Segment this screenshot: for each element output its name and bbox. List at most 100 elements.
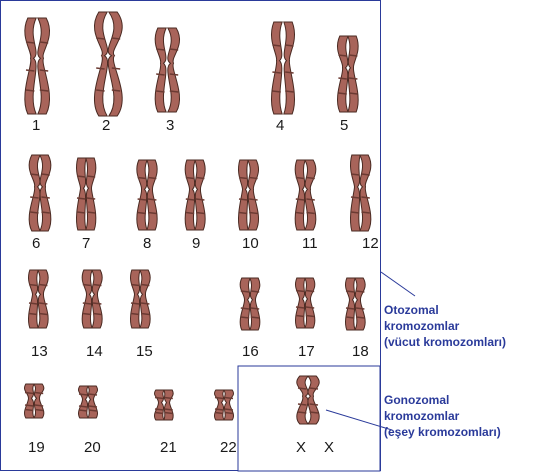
chromosome-20-b-band-1 bbox=[89, 394, 97, 395]
chromosome-10-a bbox=[238, 160, 248, 230]
chromosome-14-a-band-1 bbox=[83, 285, 91, 286]
chromosome-7-b-band-1 bbox=[87, 176, 95, 177]
chromosome-17-a-band-3 bbox=[296, 316, 304, 317]
chromosome-19-a bbox=[24, 384, 34, 418]
chromosome-14-a-band-3 bbox=[83, 314, 91, 315]
pair-label-6: 6 bbox=[32, 236, 40, 251]
chromosome-18-b-band-2 bbox=[356, 308, 364, 309]
chromosome-7-a bbox=[76, 158, 86, 230]
chromosome-2-a-band-3 bbox=[96, 90, 104, 91]
chromosome-17-a bbox=[295, 278, 305, 328]
chromosome-12-b-band-3 bbox=[361, 212, 369, 213]
chromosome-11-b-band-1 bbox=[306, 178, 314, 179]
chromosome-4-b bbox=[284, 22, 295, 114]
chromosome-1-b bbox=[38, 18, 50, 114]
chromosome-2-a-band-2 bbox=[96, 68, 104, 69]
chromosome-12-a-band-2 bbox=[351, 197, 359, 198]
chromosome-6-b-band-1 bbox=[41, 174, 49, 175]
chromosome-16-a-band-2 bbox=[241, 308, 249, 309]
chromosome-22-a-band-1 bbox=[215, 398, 223, 399]
autosomal-pointer-line bbox=[381, 272, 415, 296]
chromosome-9-a-band-3 bbox=[186, 213, 194, 214]
chromosome-6-b-band-2 bbox=[41, 197, 49, 198]
chromosome-21-b-band-2 bbox=[164, 409, 172, 410]
pair-label-9: 9 bbox=[192, 236, 200, 251]
chromosome-21-a-band-2 bbox=[155, 409, 163, 410]
chromosome-2-b-band-2 bbox=[112, 68, 120, 69]
chromosome-16-a bbox=[240, 278, 250, 330]
chromosome-19-b-band-1 bbox=[35, 393, 43, 394]
chromosome-1-b-band-1 bbox=[40, 42, 48, 43]
chromosome-20-b bbox=[88, 386, 98, 418]
chromosome-x-b-band-1 bbox=[310, 388, 318, 389]
chromosome-14-b-band-3 bbox=[93, 314, 101, 315]
chromosome-4-a-band-1 bbox=[272, 45, 280, 46]
pair-label-19: 19 bbox=[28, 440, 45, 455]
chromosome-9-b bbox=[195, 160, 205, 230]
pair-label-2: 2 bbox=[102, 118, 110, 133]
chromosome-1-a-band-1 bbox=[26, 42, 34, 43]
chromosome-11-b-band-3 bbox=[306, 213, 314, 214]
chromosome-21-b-band-1 bbox=[164, 398, 172, 399]
chromosome-19-b-band-2 bbox=[35, 405, 43, 406]
chromosome-12-a-band-3 bbox=[351, 212, 359, 213]
chromosome-4-b-band-3 bbox=[285, 91, 293, 92]
chromosome-8-b-band-1 bbox=[148, 178, 156, 179]
chromosome-20-a-band-1 bbox=[79, 394, 87, 395]
chromosome-1-a-band-3 bbox=[26, 90, 34, 91]
chromosome-8-a bbox=[137, 160, 147, 230]
chromosome-16-b-band-1 bbox=[251, 291, 259, 292]
pair-label-13: 13 bbox=[31, 344, 48, 359]
chromosome-21-b-band-3 bbox=[164, 413, 172, 414]
chromosome-11-a-band-3 bbox=[296, 213, 304, 214]
chromosome-6-a bbox=[29, 155, 40, 231]
chromosome-x-a-band-2 bbox=[298, 404, 306, 405]
pair-label-20: 20 bbox=[84, 440, 101, 455]
gonosomal-annotation-line3: (eşey kromozomları) bbox=[384, 424, 501, 440]
chromosome-21-b bbox=[164, 390, 173, 420]
gonosomal-annotation-line2: kromozomlar bbox=[384, 408, 501, 424]
chromosome-21-a-band-1 bbox=[155, 398, 163, 399]
chromosome-5-b-band-1 bbox=[349, 55, 357, 56]
chromosome-8-b-band-3 bbox=[148, 213, 156, 214]
chromosome-8-b bbox=[147, 160, 157, 230]
pair-label-12: 12 bbox=[362, 236, 379, 251]
chromosome-20-a bbox=[78, 386, 88, 418]
pair-label-14: 14 bbox=[86, 344, 103, 359]
chromosome-18-b-band-3 bbox=[356, 317, 364, 318]
chromosome-17-a-band-1 bbox=[296, 291, 304, 292]
pair-label-8: 8 bbox=[143, 236, 151, 251]
chromosome-6-b bbox=[40, 155, 51, 231]
chromosome-9-a-band-2 bbox=[186, 199, 194, 200]
chromosome-15-a-band-1 bbox=[131, 285, 139, 286]
chromosome-13-a bbox=[28, 270, 38, 328]
chromosome-16-b-band-2 bbox=[251, 308, 259, 309]
pair-label-16: 16 bbox=[242, 344, 259, 359]
chromosome-17-a-band-2 bbox=[296, 307, 304, 308]
chromosome-4-b-band-2 bbox=[285, 72, 293, 73]
chromosome-7-a-band-3 bbox=[77, 212, 85, 213]
chromosome-17-b-band-1 bbox=[306, 291, 314, 292]
chromosome-17-b bbox=[305, 278, 315, 328]
chromosome-18-b bbox=[355, 278, 365, 330]
chromosome-12-b-band-2 bbox=[361, 197, 369, 198]
chromosome-21-a bbox=[154, 390, 164, 420]
chromosome-1-b-band-2 bbox=[40, 70, 48, 71]
chromosome-22-a bbox=[214, 390, 224, 420]
chromosome-14-a-band-2 bbox=[83, 303, 91, 304]
chromosome-3-a-band-2 bbox=[156, 74, 164, 75]
pair-label-4: 4 bbox=[276, 118, 284, 133]
chromosome-19-a-band-1 bbox=[25, 393, 33, 394]
chromosome-13-b-band-2 bbox=[39, 303, 47, 304]
chromosome-20-a-band-3 bbox=[79, 410, 87, 411]
pair-label-18: 18 bbox=[352, 344, 369, 359]
chromosome-9-b-band-3 bbox=[196, 213, 204, 214]
chromosome-3-b-band-2 bbox=[170, 74, 178, 75]
chromosome-14-b-band-2 bbox=[93, 303, 101, 304]
gonosomal-annotation-line1: Gonozomal bbox=[384, 392, 501, 408]
pair-label-1: 1 bbox=[32, 118, 40, 133]
chromosome-15-b bbox=[140, 270, 150, 328]
chromosome-11-b-band-2 bbox=[306, 199, 314, 200]
chromosome-16-b bbox=[250, 278, 260, 330]
chromosome-x-b-band-2 bbox=[310, 404, 318, 405]
